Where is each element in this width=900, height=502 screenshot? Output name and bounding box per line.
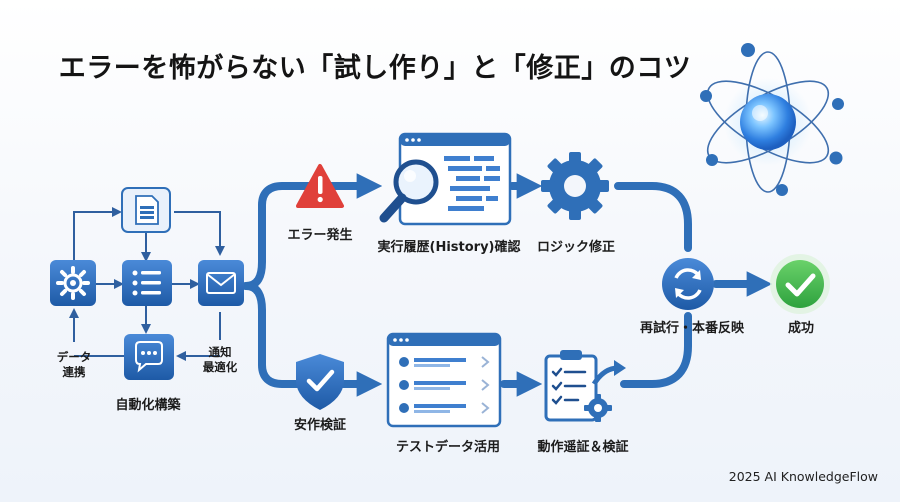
chat-node <box>124 334 174 380</box>
retry-icon <box>662 258 714 310</box>
warning-icon <box>296 164 344 208</box>
logic-fix-label: ロジック修正 <box>536 240 616 255</box>
main-flow-arrows <box>242 173 773 397</box>
history-check-label: 実行履歴(History)確認 <box>377 240 521 255</box>
operation-verify-label: 動作遥証＆検証 <box>537 440 629 455</box>
retry-release-label: 再試行・本番反映 <box>639 321 745 336</box>
error-occur-label: エラー発生 <box>287 228 353 243</box>
document-node <box>121 187 171 233</box>
sheet-doc-icon <box>135 195 159 225</box>
gear-icon <box>56 266 90 300</box>
gear-node <box>50 260 96 306</box>
notify-line1: 通知 <box>208 345 232 359</box>
notify-optimize-label: 通知 最適化 <box>203 345 238 375</box>
mail-node <box>198 260 244 306</box>
test-data-window <box>386 332 502 428</box>
list-node <box>122 260 172 306</box>
footer-credit: 2025 AI KnowledgeFlow <box>728 469 878 484</box>
history-window <box>379 132 512 226</box>
success-label: 成功 <box>787 321 815 336</box>
data-link-label: データ 連携 <box>57 350 92 380</box>
shield-check-icon <box>296 354 344 410</box>
atom-icon <box>700 43 844 196</box>
logic-gear-icon <box>541 152 609 220</box>
success-check-icon <box>770 254 830 314</box>
chat-bubble-icon <box>135 341 163 373</box>
left-connectors <box>69 207 225 361</box>
list-icon <box>132 270 161 296</box>
auto-build-label: 自動化構築 <box>115 398 181 413</box>
notify-line2: 最適化 <box>202 360 238 374</box>
magnifier-icon <box>379 159 439 223</box>
data-link-line2: 連携 <box>62 365 86 379</box>
data-link-line1: データ <box>56 350 92 364</box>
clipboard-verify-icon <box>544 350 626 422</box>
safe-verify-label: 安作検証 <box>293 418 347 433</box>
test-data-label: テストデータ活用 <box>395 440 501 455</box>
mail-icon <box>206 272 236 294</box>
page-title: エラーを怖がらない「試し作り」と「修正」のコツ <box>58 53 692 84</box>
